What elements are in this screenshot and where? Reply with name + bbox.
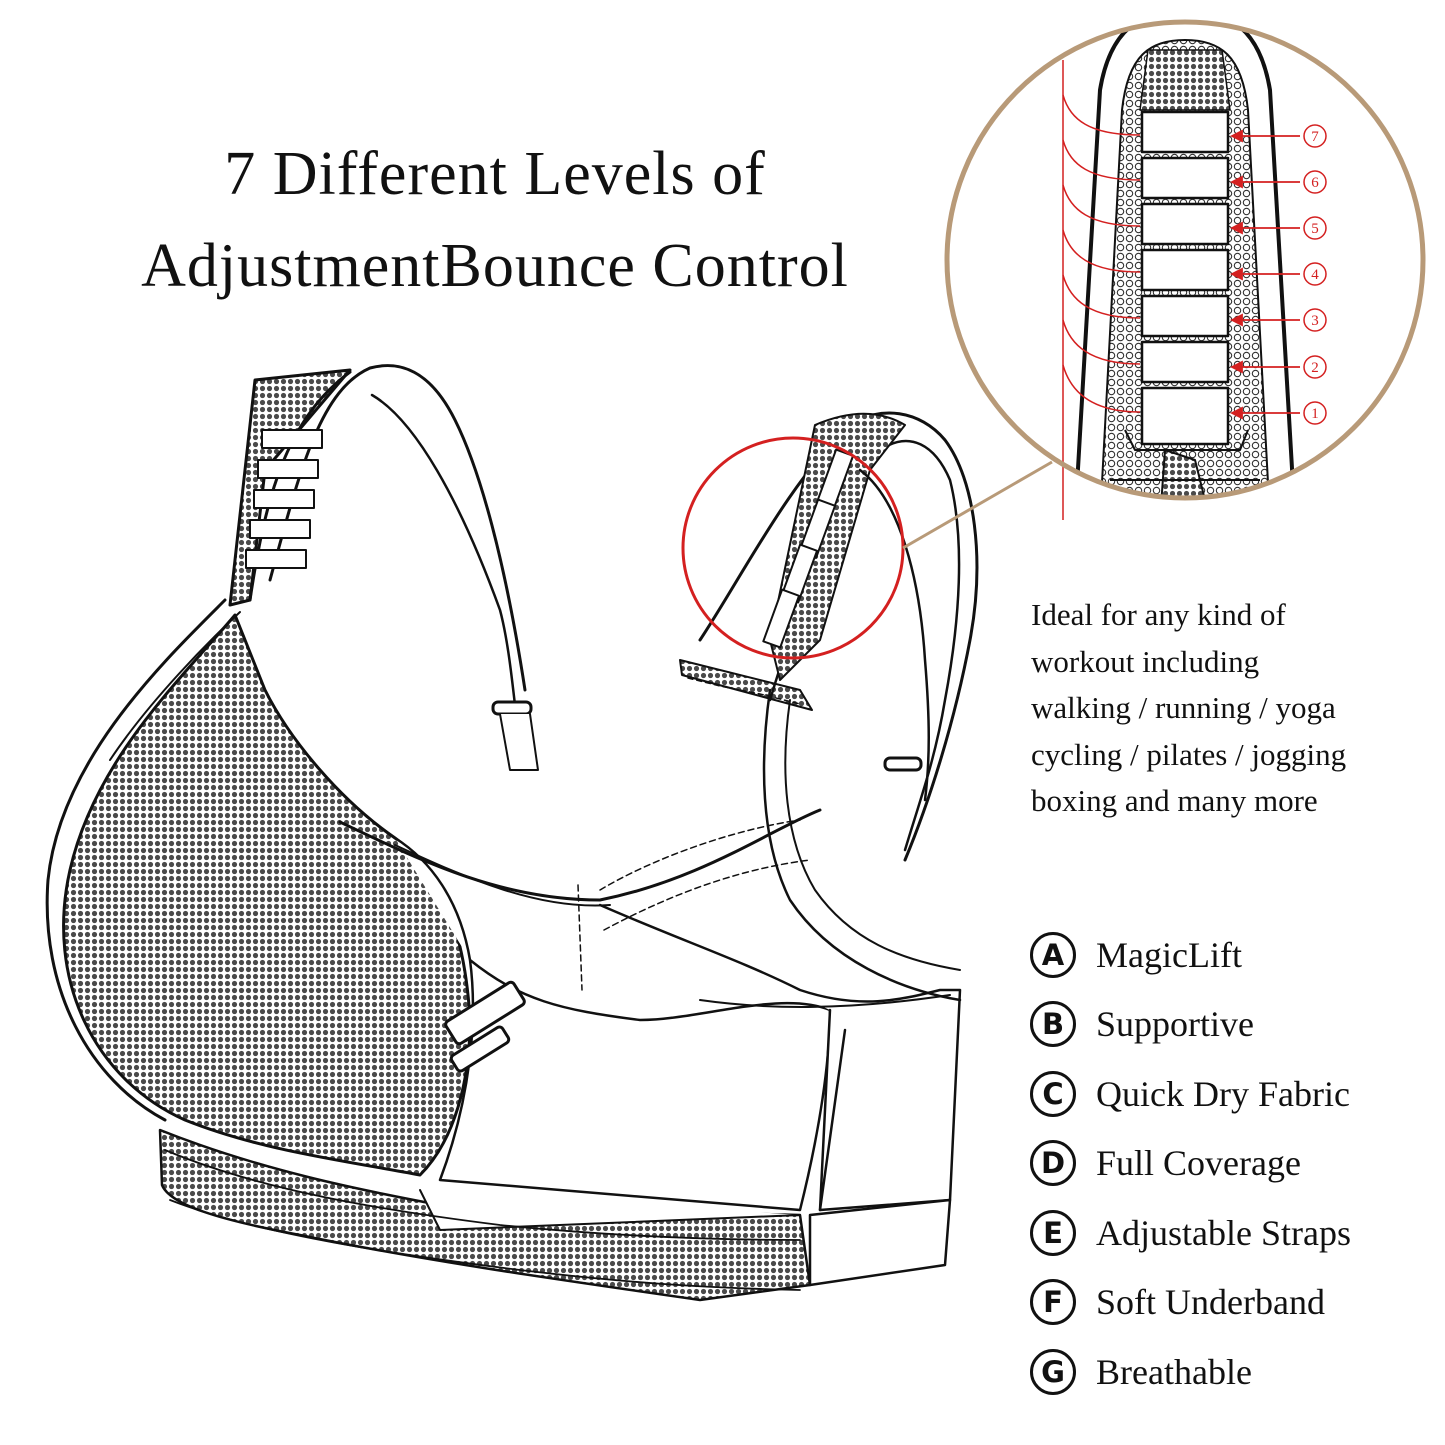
feature-item: D Full Coverage — [1030, 1129, 1440, 1199]
feature-label: Supportive — [1096, 1004, 1254, 1045]
level-label-3: 3 — [1311, 313, 1319, 329]
feature-label: Soft Underband — [1096, 1282, 1325, 1323]
level-label-7: 7 — [1311, 129, 1319, 145]
page-title: 7 Different Levels of AdjustmentBounce C… — [60, 128, 930, 312]
zoom-level-arrows — [1229, 129, 1300, 420]
feature-letter-badge: E — [1030, 1209, 1076, 1256]
description-line: cycling / pilates / jogging — [1031, 736, 1347, 772]
left-strap-rungs — [245, 429, 323, 569]
feature-letter-badge: G — [1030, 1348, 1076, 1395]
description-line: walking / running / yoga — [1031, 690, 1336, 725]
zoom-ring — [944, 19, 1426, 501]
right-strap-mesh — [769, 412, 906, 681]
feature-letter-badge: C — [1030, 1070, 1076, 1117]
zoom-callout: 7 6 5 4 3 2 1 — [944, 19, 1426, 520]
feature-item: G Breathable — [1030, 1337, 1440, 1407]
level-label-1: 1 — [1311, 406, 1319, 422]
bra-drawing — [45, 364, 979, 1302]
feature-label: Adjustable Straps — [1096, 1212, 1351, 1253]
feature-label: MagicLift — [1096, 934, 1242, 975]
left-strap — [228, 368, 352, 607]
neckline — [338, 808, 822, 902]
feature-letter-badge: D — [1030, 1140, 1076, 1187]
center-panel — [393, 836, 832, 1212]
title-line-2: AdjustmentBounce Control — [141, 232, 849, 300]
feature-item: B Supportive — [1030, 990, 1440, 1060]
description-line: Ideal for any kind of — [1031, 597, 1286, 632]
description-line: workout including — [1031, 643, 1260, 679]
right-strap-buckle — [883, 756, 923, 772]
center-hook — [444, 980, 526, 1046]
feature-list: A MagicLift B Supportive C Quick Dry Fab… — [1030, 920, 1440, 1407]
back-band — [679, 659, 813, 711]
feature-item: E Adjustable Straps — [1030, 1198, 1440, 1268]
title-line-1: 7 Different Levels of — [224, 140, 766, 208]
feature-letter-badge: F — [1030, 1279, 1076, 1326]
level-label-5: 5 — [1311, 221, 1319, 237]
level-label-4: 4 — [1311, 267, 1319, 283]
right-strap — [698, 411, 979, 862]
right-cup — [598, 903, 962, 1212]
level-label-2: 2 — [1311, 360, 1319, 376]
feature-item: F Soft Underband — [1030, 1268, 1440, 1338]
zoom-red-guides — [1062, 60, 1141, 520]
feature-label: Quick Dry Fabric — [1096, 1073, 1350, 1114]
callout-leader — [902, 460, 1053, 550]
right-strap-rungs — [762, 448, 855, 649]
zoom-slider-rungs — [1140, 110, 1230, 446]
left-strap-buckle — [491, 700, 533, 716]
zoom-level-badges — [1303, 124, 1327, 425]
description-line: boxing and many more — [1031, 783, 1318, 818]
feature-label: Full Coverage — [1096, 1143, 1301, 1184]
feature-item: A MagicLift — [1030, 920, 1440, 990]
feature-letter-badge: B — [1030, 1001, 1076, 1048]
level-label-6: 6 — [1311, 175, 1319, 191]
feature-label: Breathable — [1096, 1351, 1252, 1392]
feature-letter-badge: A — [1030, 931, 1076, 978]
feature-item: C Quick Dry Fabric — [1030, 1059, 1440, 1129]
usage-description: Ideal for any kind of workout including … — [1031, 592, 1431, 825]
left-strap-outer — [268, 364, 527, 692]
